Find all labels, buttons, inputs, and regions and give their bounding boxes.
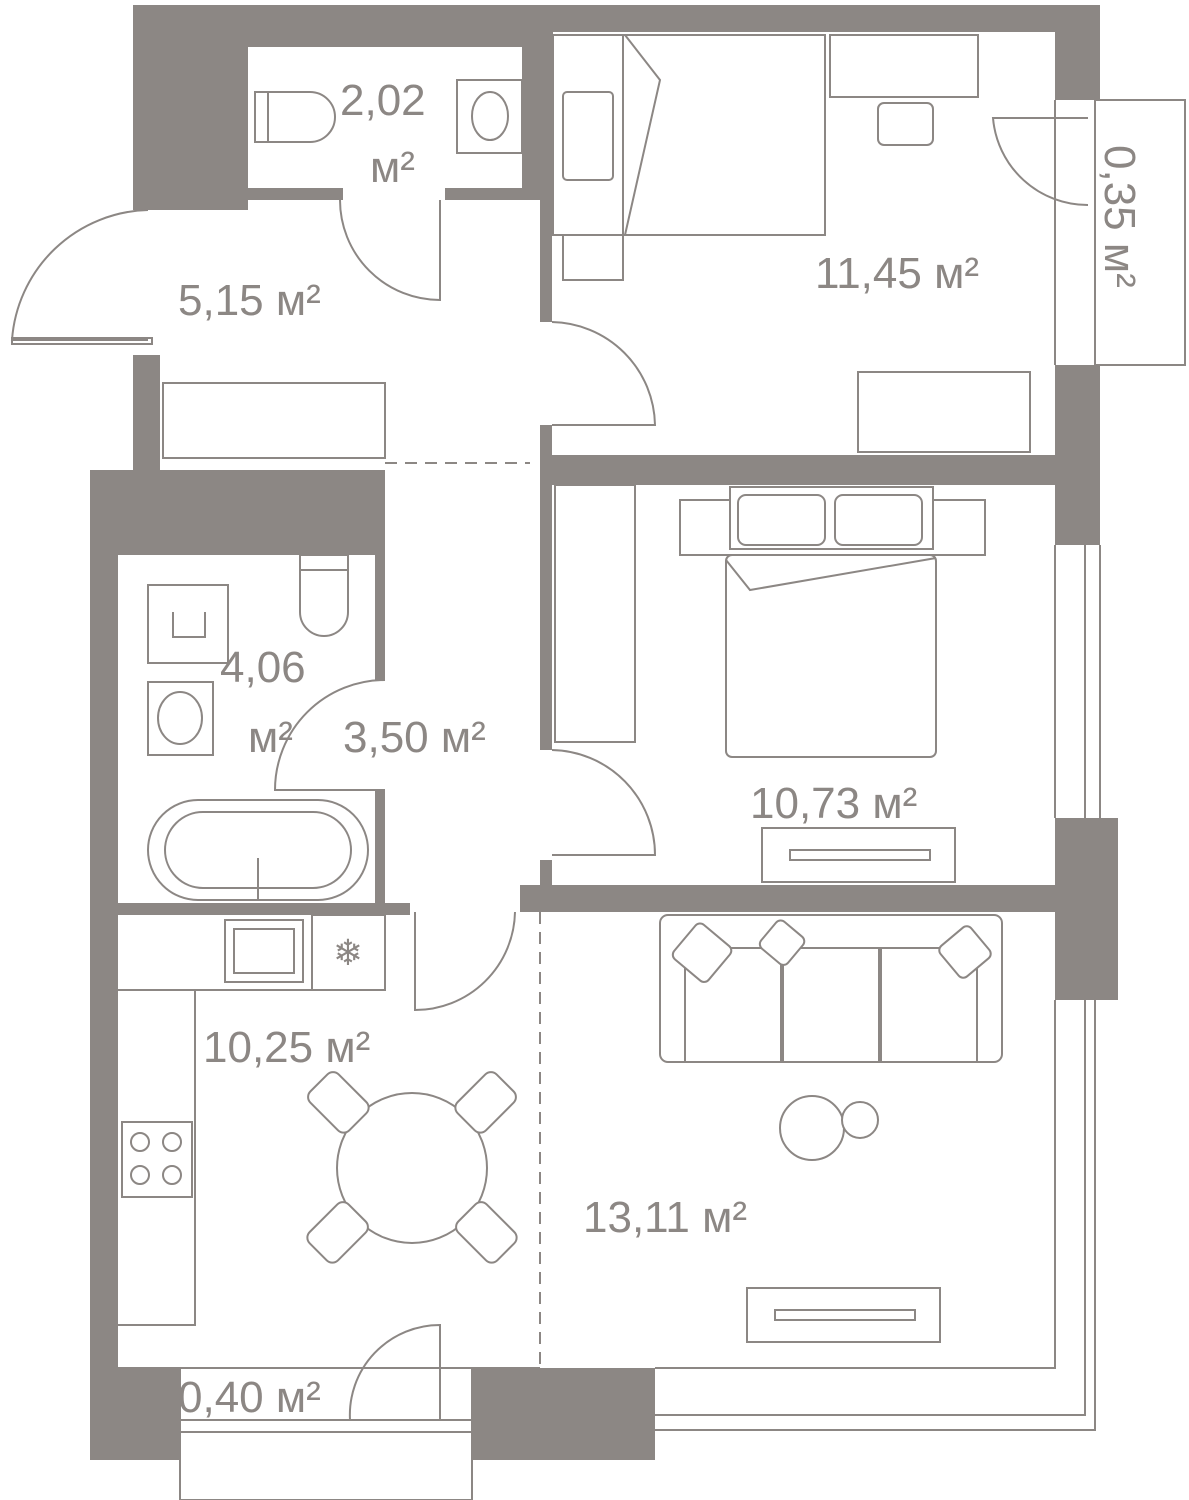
toilet-icon (254, 91, 349, 637)
balcony-right-area: 0,35 м² (1095, 145, 1144, 288)
balcony-bottom-area: 0,40 м² (178, 1373, 321, 1422)
wc-area: 2,02 (340, 76, 426, 125)
corridor-area: 3,50 м² (343, 713, 486, 762)
coffee-table-icon (779, 1095, 879, 1161)
bedroom1-area: 11,45 м² (815, 249, 979, 298)
area-labels: 2,02 м² 5,15 м² 11,45 м² 0,35 м² 4,06 м²… (178, 76, 1144, 1422)
doors (10, 117, 1089, 1421)
washing-machine-icon (147, 584, 229, 664)
sofa-icon (659, 914, 1003, 1063)
sink-icon (147, 79, 523, 756)
bathroom-area: 4,06 (220, 643, 306, 692)
wc-area-unit: м² (370, 143, 415, 192)
bathroom-area-unit: м² (248, 713, 293, 762)
radiator-icon (162, 371, 1031, 743)
hall-area: 5,15 м² (178, 276, 321, 325)
dining-table-icon (306, 1071, 518, 1264)
tv-stand-icon (746, 827, 956, 1343)
bedroom2-area: 10,73 м² (750, 779, 917, 828)
walls (90, 5, 1118, 1460)
kitchen-area: 10,25 м² (203, 1023, 370, 1072)
kitchen-counter-icon: ❄ (118, 914, 386, 1326)
living-area: 13,11 м² (583, 1193, 747, 1242)
single-bed-icon (552, 34, 826, 281)
desk-icon (829, 34, 979, 146)
snowflake-icon: ❄ (333, 933, 363, 974)
furniture: ❄ (118, 34, 1031, 1343)
double-bed-icon (679, 486, 986, 758)
bathtub-icon (147, 799, 369, 901)
